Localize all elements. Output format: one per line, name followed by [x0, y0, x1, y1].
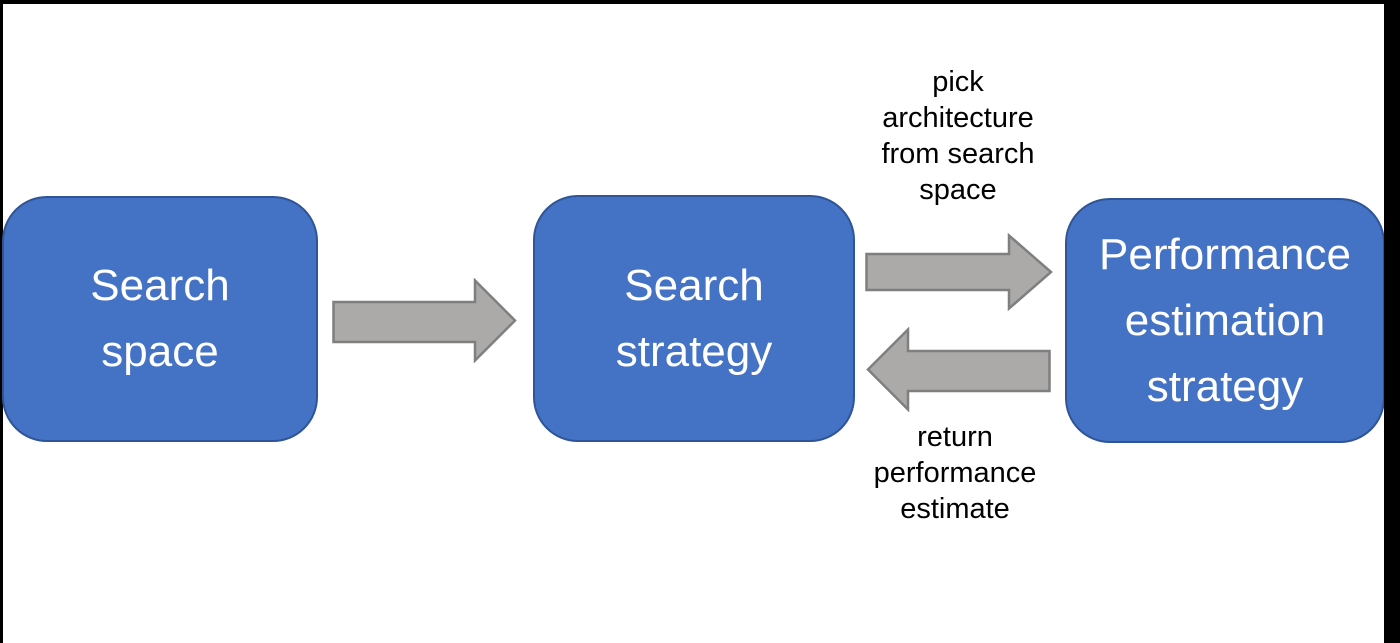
label-line: Performance: [1099, 229, 1351, 279]
arrow-space-to-strategy-icon: [332, 278, 517, 363]
arrow-pick-architecture-icon: [865, 233, 1053, 311]
annotation-pick-architecture: pick architecture from search space: [853, 64, 1063, 208]
label-line: Search: [90, 261, 230, 310]
annotation-line: performance: [873, 457, 1037, 489]
label-line: Search: [624, 260, 764, 310]
annotation-line: estimate: [900, 493, 1010, 525]
annotation-line: from search: [881, 138, 1035, 170]
search-space-box: Search space: [2, 196, 318, 442]
frame-border-right: [1384, 0, 1400, 643]
performance-estimation-strategy-label: Performance estimation strategy: [1099, 222, 1351, 420]
annotation-line: return: [917, 421, 993, 453]
label-line: strategy: [1146, 361, 1304, 411]
performance-estimation-strategy-box: Performance estimation strategy: [1065, 198, 1385, 443]
annotation-line: pick: [932, 66, 984, 98]
annotation-line: space: [919, 174, 997, 206]
label-line: strategy: [615, 326, 773, 376]
label-line: estimation: [1124, 295, 1326, 345]
frame-border-left: [0, 0, 3, 643]
search-strategy-box: Search strategy: [533, 195, 855, 442]
search-strategy-label: Search strategy: [616, 253, 773, 385]
annotation-return-estimate: return performance estimate: [850, 419, 1060, 527]
annotation-line: architecture: [882, 102, 1034, 134]
search-space-label: Search space: [90, 253, 229, 385]
label-line: space: [101, 327, 219, 376]
frame-border-top: [0, 0, 1400, 4]
arrow-return-estimate-icon: [866, 327, 1051, 412]
